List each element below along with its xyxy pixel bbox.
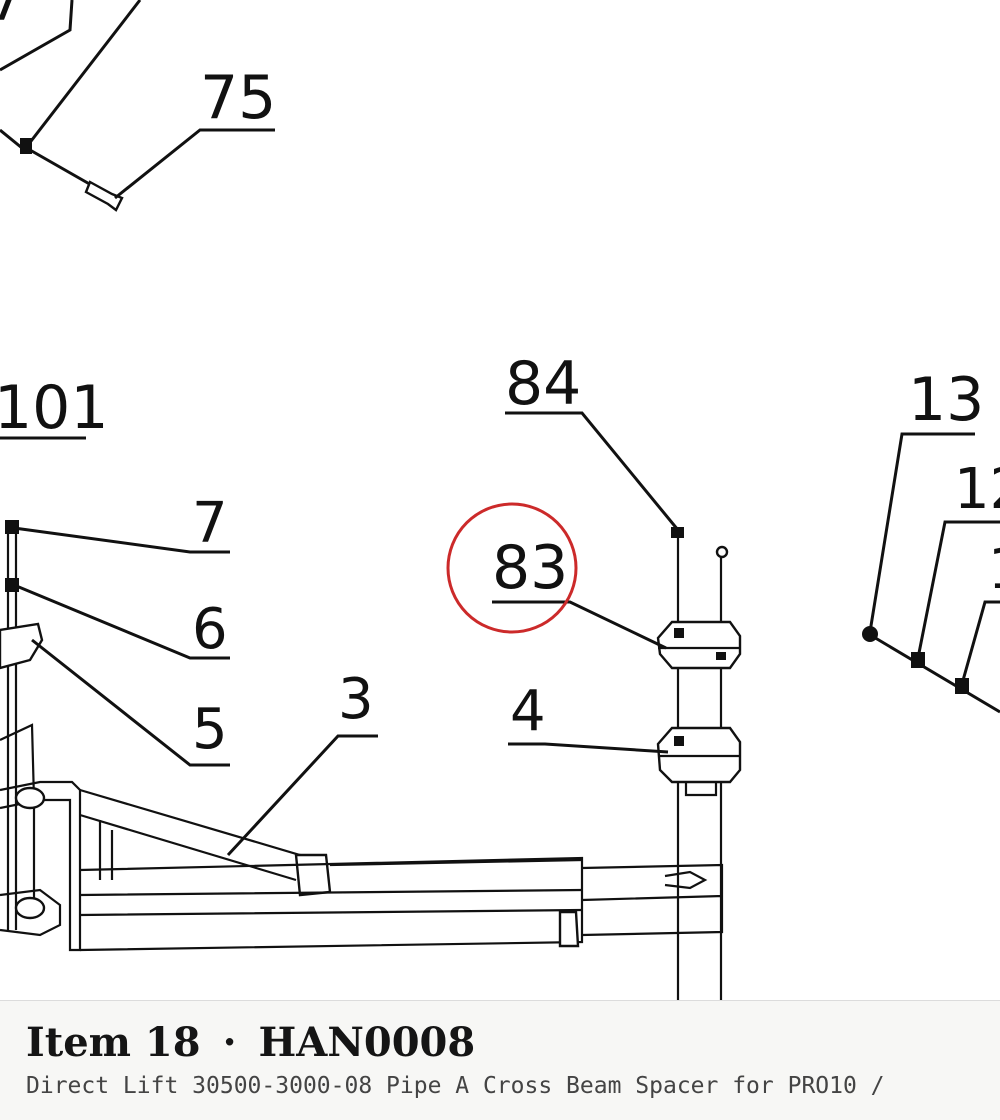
callout-12: 12 [954,457,1000,522]
leader-line [0,0,74,72]
brace-end-part [294,853,332,897]
part-number: HAN0008 [258,1019,476,1066]
leader-line [508,742,669,754]
leader-line [492,600,667,650]
beam-stiffener [98,820,114,880]
bolt-part [5,578,19,592]
callout-5: 5 [192,697,228,762]
leader-line [226,734,378,857]
leader-line [114,128,275,200]
callout-1: 1 [988,537,1000,602]
bolt-part [5,520,19,534]
fastener-part [20,138,32,154]
beam-end-part [0,888,62,937]
leader-line [868,432,975,633]
callout-3: 3 [338,667,374,732]
hole-part [14,896,46,920]
leader-line [13,583,230,660]
callout-75: 75 [200,63,276,133]
leader-line [0,128,23,150]
fastener-part [674,736,684,746]
fastener-part [716,652,726,660]
diagonal-brace-part [79,788,326,860]
bolt-head-part [715,545,729,559]
leader-line [13,526,230,554]
callout-4: 4 [510,679,546,744]
pin-part [84,180,124,212]
callout-7: 7 [192,491,228,556]
vertical-post-part [6,525,18,930]
hole-part [14,786,46,810]
bolt-head-part [671,527,684,538]
bracket-part [0,622,44,670]
callout-7-top: 7 [0,0,24,34]
leader-line [871,634,1000,714]
highlight-circle [446,502,578,634]
diagonal-brace-part [79,813,297,882]
leader-line [960,600,1000,685]
parts-diagram: 7 75 101 7 6 5 3 84 [0,0,1000,1000]
cross-beam-edge [79,858,583,917]
cross-beam-part [79,856,584,952]
collar-part [684,782,718,797]
callout-83: 83 [492,533,568,603]
leader-line [505,411,680,531]
leader-line [916,520,1000,659]
spacer-plate-part [656,620,742,670]
fastener-part [674,628,684,638]
caption-bar: Item 18 · HAN0008 Direct Lift 30500-3000-0… [0,1000,1000,1120]
beam-end-part [0,780,82,952]
part-description: Direct Lift 30500-3000-08 Pipe A Cross B… [26,1073,885,1099]
slot-part [664,870,708,890]
leader-line [26,0,142,146]
callout-84: 84 [505,349,581,419]
callout-101: 101 [0,373,109,443]
caption-title: Item 18 · HAN0008 [26,1019,475,1066]
beam-stop-part [558,910,580,948]
item-label: Item 18 [26,1019,201,1066]
cross-beam-extension-part [581,863,724,937]
callout-6: 6 [192,597,228,662]
caption-separator: · [222,1019,237,1066]
callout-13: 13 [908,365,984,435]
leader-line [31,638,230,767]
